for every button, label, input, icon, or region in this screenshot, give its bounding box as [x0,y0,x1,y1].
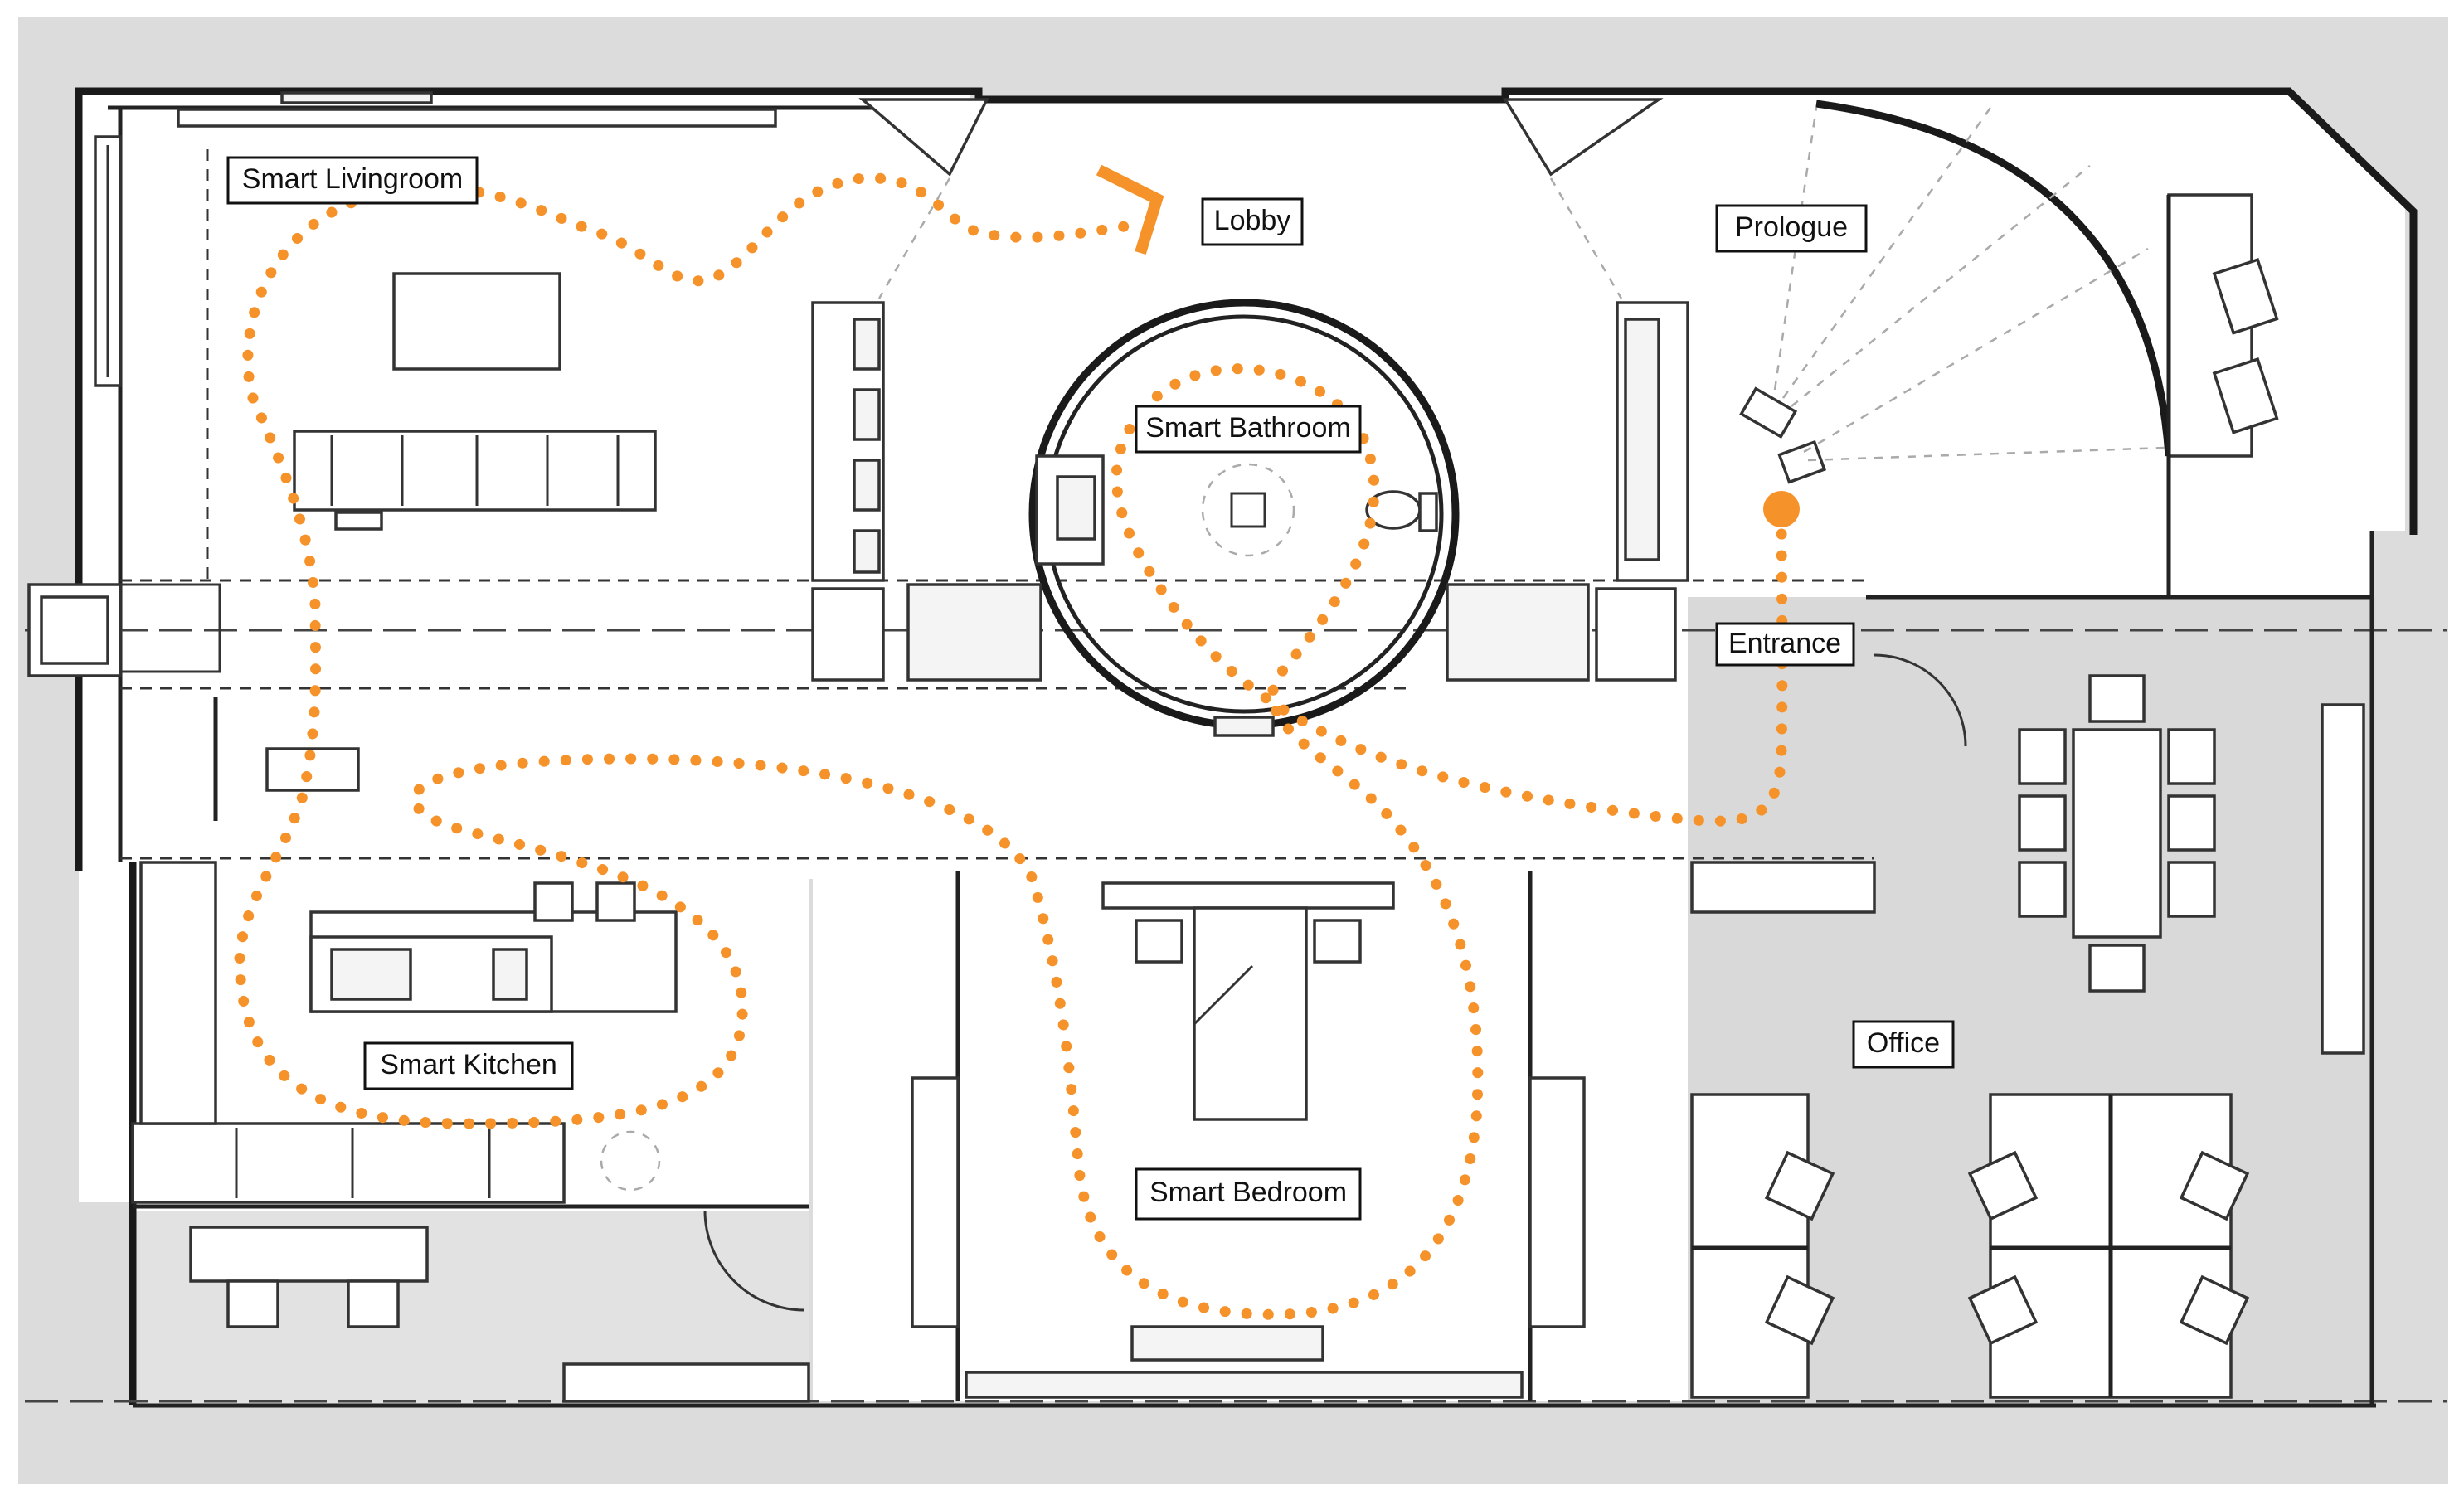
meeting-chair-bottom [2088,944,2146,993]
living-coffee-table [392,272,561,371]
bedroom-rug [1130,1325,1324,1362]
prologue-curved-wall [1815,100,2173,457]
prologue-seat-1 [2212,257,2279,335]
corridor-planter-right [1446,583,1590,682]
office-chair-6 [2179,1274,2250,1346]
prologue-seat-2 [2212,357,2279,434]
interior-floor [79,91,2405,1401]
bedroom-headboard [1101,881,1395,910]
label-office: Office [1852,1020,1955,1069]
prologue-projector-1 [1739,386,1798,439]
lobby-wall-right [1502,98,1664,177]
label-prologue: Prologue [1715,204,1868,253]
bathroom-toilet-tank [1418,492,1438,532]
office-side-cabinet [2321,703,2365,1055]
meeting-chair-l1 [2018,728,2067,785]
bed [1193,906,1308,1121]
dining-chair-2 [347,1279,400,1328]
lower-left-counter [562,1362,810,1403]
kitchen-tall-cabinet [139,861,217,1125]
meeting-chair-top [2088,674,2146,723]
corridor-planter-left [906,583,1042,682]
projection-ray-3 [1803,247,2149,454]
bedside-table-2 [1313,919,1362,964]
meeting-chair-l2 [2018,794,2067,852]
route-start-marker [1763,491,1800,527]
projection-ray-2 [1791,165,2091,407]
label-text: Office [1867,1027,1940,1059]
entrance-shoe-rack [1690,861,1876,914]
kitchen-stool-1 [533,881,574,922]
office-chair-3 [1967,1150,2039,1221]
lobby-sightline-left [877,177,951,299]
kitchen-sink [330,948,412,1001]
corridor-pillar-2 [1595,587,1677,682]
label-smart-bedroom: Smart Bedroom [1135,1167,1362,1221]
route-end-arrow [1096,164,1164,255]
office-chair-5 [2179,1150,2250,1221]
label-text: Prologue [1735,211,1848,243]
top-vent [280,91,433,104]
label-smart-kitchen: Smart Kitchen [363,1041,574,1090]
lobby-shelf-right [1624,318,1660,561]
label-lobby: Lobby [1201,197,1304,246]
kitchen-counter-back [131,1122,566,1204]
label-smart-bathroom: Smart Bathroom [1135,405,1362,454]
dining-chair-1 [226,1279,279,1328]
top-cabinet [177,108,777,128]
label-text: Smart Bedroom [1149,1177,1347,1208]
kitchen-cooktop [492,948,528,1001]
projection-ray-5 [1773,107,1818,391]
label-text: Lobby [1214,205,1291,236]
kitchen-plant [600,1130,661,1192]
office-meeting-table [2072,728,2162,939]
kitchen-door-swing [703,1210,805,1312]
label-text: Smart Kitchen [380,1049,557,1080]
meeting-chair-l3 [2018,861,2067,918]
meeting-chair-r1 [2167,728,2216,785]
lobby-shelf-left-2 [853,388,881,441]
lobby-shelf-left-3 [853,459,881,512]
office-chair-1 [1764,1150,1835,1221]
corridor-pillar-1 [811,587,885,682]
label-smart-livingroom: Smart Livingroom [226,156,479,205]
label-text: Smart Livingroom [242,163,463,195]
lobby-shelf-left-1 [853,318,881,371]
meeting-chair-r2 [2167,794,2216,852]
office-chair-2 [1764,1274,1835,1346]
bedroom-window-sill [965,1371,1524,1399]
sofa-footrest [334,511,383,531]
bathroom-shower-area [1201,463,1295,557]
bedroom-wardrobe-right [1528,1076,1586,1328]
kitchen-stool-2 [595,881,636,922]
label-text: Entrance [1728,628,1841,659]
bed-fold [1193,964,1254,1026]
meeting-chair-r3 [2167,861,2216,918]
label-entrance: Entrance [1715,622,1855,667]
entrance-door-swing [1874,653,1967,747]
bedroom-wardrobe-left [911,1076,960,1328]
bathroom-door-step [1213,716,1275,737]
office-chair-4 [1967,1274,2039,1346]
lobby-sightline-right [1549,177,1623,299]
dining-table [189,1226,429,1283]
window-bay-left [119,583,221,673]
lobby-wall-left [858,98,989,177]
bathroom-drain [1230,492,1266,528]
prologue-projector-2 [1777,439,1827,484]
bathroom-sink [1056,475,1096,541]
living-sofa [293,430,657,512]
label-text: Smart Bathroom [1145,412,1351,444]
lobby-shelf-left-4 [853,529,881,574]
bedside-table-1 [1135,919,1183,964]
pillar-left-inner [40,595,109,665]
